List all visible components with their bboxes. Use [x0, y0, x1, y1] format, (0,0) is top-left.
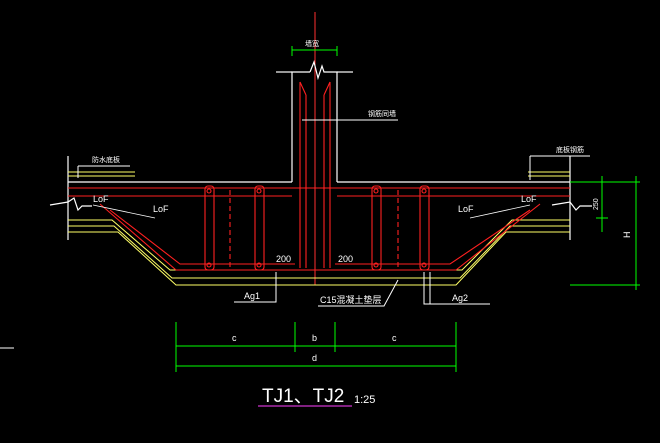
waterproof-right-label: 底板钢筋: [556, 145, 584, 154]
ag1-label: Ag1: [244, 291, 260, 301]
spacing-left-label: 200: [276, 254, 291, 264]
wall-rebar-label: 钢筋同墙: [368, 109, 396, 118]
waterproof-layer-right: [528, 171, 570, 177]
cushion-label: C15混凝土垫层: [320, 294, 382, 305]
wall-outline: [276, 60, 353, 182]
slab-rebar: [68, 187, 570, 271]
drawing-scale: 1:25: [354, 394, 375, 406]
slab-outline: [49, 156, 592, 240]
lof-leader-left: [92, 204, 156, 219]
top-wall-label: 墙宽: [305, 39, 319, 48]
height-dimension: [570, 176, 640, 290]
ag2-label: Ag2: [452, 293, 468, 303]
dim-c-left: c: [232, 333, 237, 343]
lof-lower-right: LoF: [458, 204, 474, 214]
dim-d: d: [312, 353, 317, 363]
spacing-right-label: 200: [338, 254, 353, 264]
lof-lower-left: LoF: [153, 204, 169, 214]
ag1-leader: [234, 272, 277, 303]
depth-small-label: 250: [593, 198, 600, 210]
cushion-leader: [318, 279, 399, 307]
dim-c-right: c: [392, 333, 397, 343]
lof-leader-right: [469, 204, 531, 219]
waterproof-left-label: 防水底板: [92, 155, 120, 164]
dim-b: b: [312, 333, 317, 343]
wall-rebar: [299, 81, 331, 268]
drawing-title: TJ1、TJ2: [262, 386, 344, 407]
depth-h-label: H: [622, 232, 632, 239]
stirrups: [204, 185, 430, 271]
lof-upper-right: LoF: [521, 194, 537, 204]
lof-upper-left: LoF: [93, 194, 109, 204]
wall-width-dimension: [291, 46, 338, 56]
ag2-leader: [423, 272, 490, 305]
bottom-dimensions: [175, 322, 457, 372]
waterproof-layer-left: [68, 171, 570, 286]
